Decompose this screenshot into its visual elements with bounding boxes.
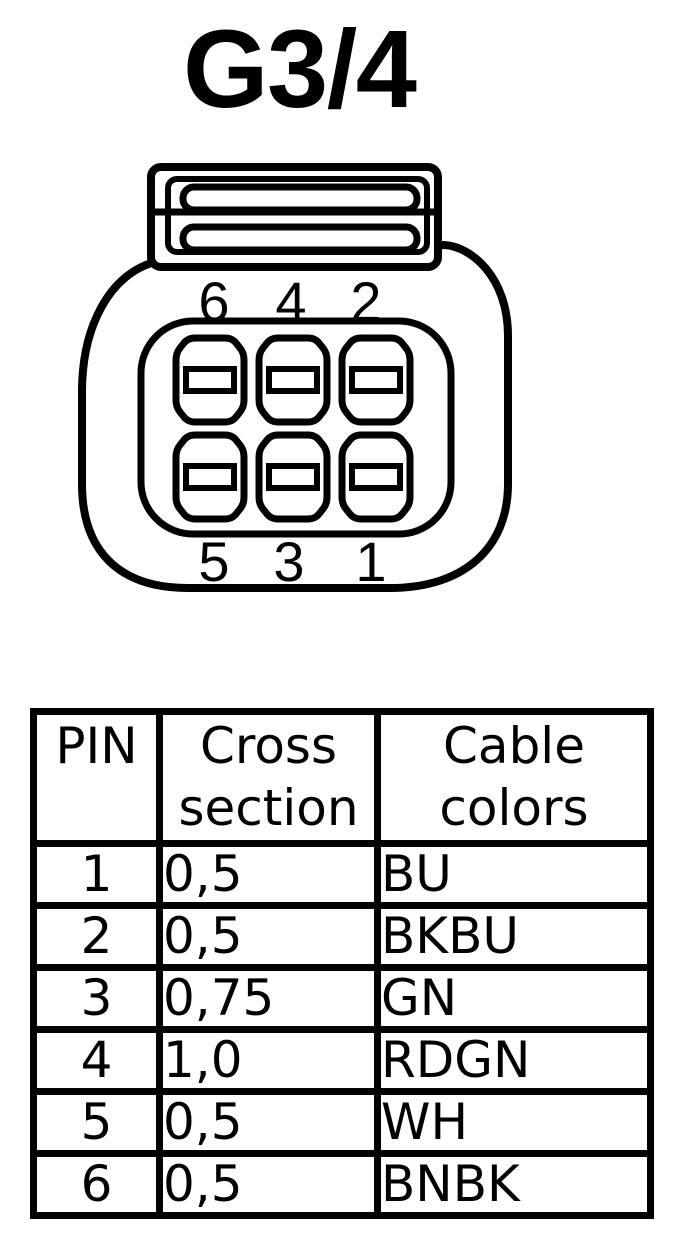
connector-diagram: 6 4 2 5 3 1	[78, 163, 512, 593]
pin-row-2: 2 0,5 BKBU	[30, 902, 654, 971]
connector-latch	[147, 163, 442, 271]
pin-label-5: 5	[198, 530, 229, 593]
pin-label-3: 3	[273, 530, 304, 593]
pin-label-2: 2	[350, 270, 381, 333]
pin-number-cell: 6	[30, 1150, 163, 1219]
cable-color-cell: BU	[374, 840, 654, 909]
pin-number-cell: 3	[30, 964, 163, 1033]
pin-cavity-4	[259, 338, 327, 422]
cable-color-cell: RDGN	[374, 1026, 654, 1095]
pinout-table: PIN Cross section Cable colors 1 0,5 BU …	[30, 708, 654, 1219]
pin-row-6: 6 0,5 BNBK	[30, 1150, 654, 1219]
cross-section-cell: 0,5	[156, 902, 381, 971]
cross-section-cell: 0,5	[156, 1088, 381, 1157]
cable-color-cell: GN	[374, 964, 654, 1033]
header-cable-colors: Cable colors	[374, 708, 654, 847]
cable-color-cell: BNBK	[374, 1150, 654, 1219]
cable-color-cell: WH	[374, 1088, 654, 1157]
cross-section-cell: 0,5	[156, 1150, 381, 1219]
cross-section-cell: 0,5	[156, 840, 381, 909]
cable-color-cell: BKBU	[374, 902, 654, 971]
pin-cavity-6	[176, 338, 244, 422]
page-title: G3/4	[183, 8, 417, 131]
pin-row-1: 1 0,5 BU	[30, 840, 654, 909]
latch-outer-frame	[147, 163, 442, 271]
pin-cavity-5	[176, 435, 244, 519]
pin-label-1: 1	[355, 530, 386, 593]
pin-number-cell: 2	[30, 902, 163, 971]
cross-section-cell: 1,0	[156, 1026, 381, 1095]
pin-row-5: 5 0,5 WH	[30, 1088, 654, 1157]
pin-row-3: 3 0,75 GN	[30, 964, 654, 1033]
pin-number-cell: 5	[30, 1088, 163, 1157]
header-cross-section: Cross section	[156, 708, 381, 847]
pinout-header-row: PIN Cross section Cable colors	[30, 708, 654, 847]
pin-number-cell: 4	[30, 1026, 163, 1095]
pin-row-4: 4 1,0 RDGN	[30, 1026, 654, 1095]
pin-label-4: 4	[275, 270, 306, 333]
cross-section-cell: 0,75	[156, 964, 381, 1033]
header-pin: PIN	[30, 708, 163, 847]
pin-label-6: 6	[198, 270, 229, 333]
pin-cavity-3	[259, 435, 327, 519]
pin-number-cell: 1	[30, 840, 163, 909]
pin-cavity-2	[342, 338, 410, 422]
latch-bar-bottom	[179, 223, 421, 254]
pin-cavity-1	[342, 435, 410, 519]
